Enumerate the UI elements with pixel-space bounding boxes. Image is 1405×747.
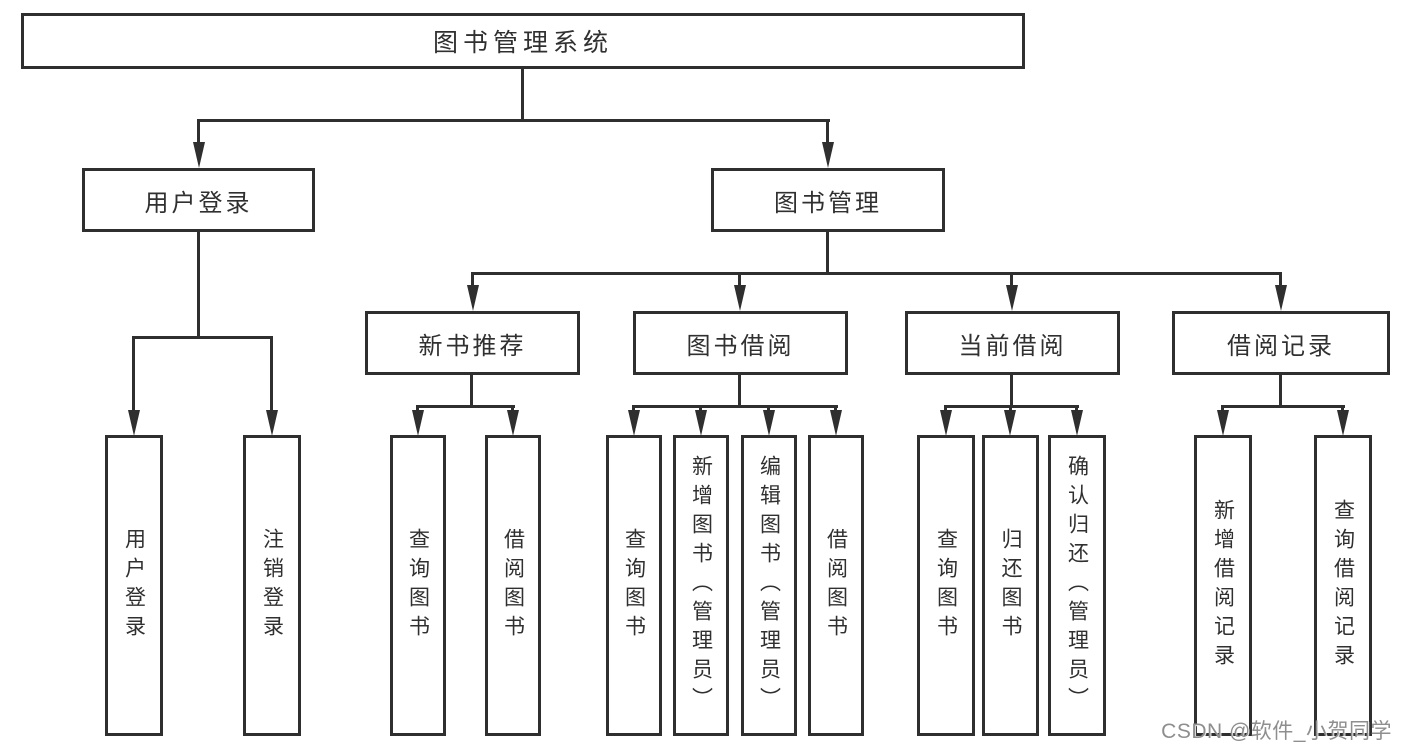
arrowhead-down-icon <box>763 410 775 436</box>
connector-bar <box>632 405 838 408</box>
connector-user-login-bar <box>132 336 273 339</box>
leaf-label: 归还图书 <box>999 527 1023 644</box>
node-label: 图书管理系统 <box>432 29 613 57</box>
arrowhead-down-icon <box>1337 410 1349 436</box>
arrowhead-down-icon <box>412 410 424 436</box>
leaf-borrow-books-recommend: 借阅图书 <box>485 435 541 736</box>
arrowhead-down-icon <box>1275 285 1287 311</box>
leaf-label: 借阅图书 <box>501 527 525 644</box>
node-label: 新书推荐 <box>418 332 527 360</box>
leaf-label: 注销登录 <box>260 527 284 644</box>
connector-stem <box>1010 375 1013 407</box>
csdn-watermark: CSDN @软件_小贺同学 <box>1161 720 1392 743</box>
connector-level2-bar <box>197 119 830 122</box>
leaf-label: 编辑图书（管理员） <box>757 455 781 716</box>
connector-stem <box>1009 405 1012 413</box>
node-user-login: 用户登录 <box>82 168 315 232</box>
node-label: 当前借阅 <box>958 332 1067 360</box>
leaf-label: 查询图书 <box>406 527 430 644</box>
leaf-label: 借阅图书 <box>824 527 848 644</box>
connector-stem <box>944 405 947 413</box>
connector-root-stem <box>521 68 524 121</box>
connector-stem <box>1341 405 1344 413</box>
connector-stem <box>1075 405 1078 413</box>
node-borrowing-records: 借阅记录 <box>1172 311 1390 375</box>
connector-bar <box>1221 405 1345 408</box>
connector-stem <box>132 336 135 412</box>
node-label: 图书管理 <box>774 189 882 217</box>
arrowhead-down-icon <box>734 285 746 311</box>
leaf-label: 用户登录 <box>122 527 146 644</box>
arrowhead-down-icon <box>193 142 205 168</box>
leaf-add-borrow-record: 新增借阅记录 <box>1194 435 1252 736</box>
connector-stem <box>738 375 741 407</box>
leaf-confirm-return-admin: 确认归还（管理员） <box>1048 435 1106 736</box>
connector-stem <box>632 405 635 413</box>
node-book-management: 图书管理 <box>711 168 945 232</box>
connector-stem <box>826 119 829 144</box>
connector-stem <box>1279 272 1282 287</box>
node-new-book-recommendation: 新书推荐 <box>365 311 580 375</box>
arrowhead-down-icon <box>1006 285 1018 311</box>
connector-stem <box>1010 272 1013 287</box>
connector-stem <box>270 336 273 412</box>
connector-stem <box>738 272 741 287</box>
arrowhead-down-icon <box>128 410 140 436</box>
connector-stem <box>767 405 770 413</box>
leaf-label: 查询借阅记录 <box>1331 498 1355 673</box>
leaf-return-books: 归还图书 <box>982 435 1039 736</box>
arrowhead-down-icon <box>507 410 519 436</box>
node-label: 图书借阅 <box>686 332 795 360</box>
leaf-borrow-books-borrowing: 借阅图书 <box>808 435 864 736</box>
arrowhead-down-icon <box>1071 410 1083 436</box>
leaf-logout: 注销登录 <box>243 435 301 736</box>
arrowhead-down-icon <box>695 410 707 436</box>
connector-stem <box>470 375 473 407</box>
leaf-add-book-admin: 新增图书（管理员） <box>673 435 729 736</box>
connector-stem <box>416 405 419 413</box>
leaf-query-books-current: 查询图书 <box>917 435 975 736</box>
arrowhead-down-icon <box>1217 410 1229 436</box>
leaf-user-login: 用户登录 <box>105 435 163 736</box>
connector-stem <box>471 272 474 287</box>
leaf-label: 新增图书（管理员） <box>689 455 713 716</box>
connector-stem <box>1279 375 1282 407</box>
arrowhead-down-icon <box>1004 410 1016 436</box>
node-label: 借阅记录 <box>1227 332 1335 360</box>
node-label: 用户登录 <box>144 189 253 217</box>
leaf-edit-book-admin: 编辑图书（管理员） <box>741 435 797 736</box>
arrowhead-down-icon <box>628 410 640 436</box>
leaf-query-borrow-record: 查询借阅记录 <box>1314 435 1372 736</box>
arrowhead-down-icon <box>822 142 834 168</box>
leaf-query-books-recommend: 查询图书 <box>390 435 446 736</box>
arrowhead-down-icon <box>940 410 952 436</box>
node-current-borrowing: 当前借阅 <box>905 311 1120 375</box>
connector-bar <box>416 405 515 408</box>
leaf-label: 查询图书 <box>934 527 958 644</box>
arrowhead-down-icon <box>266 410 278 436</box>
leaf-query-books-borrowing: 查询图书 <box>606 435 662 736</box>
connector-stem <box>834 405 837 413</box>
connector-level3-bar <box>471 272 1282 275</box>
arrowhead-down-icon <box>467 285 479 311</box>
node-book-management-system: 图书管理系统 <box>21 13 1025 69</box>
connector-book-mgmt-stem <box>826 232 829 272</box>
leaf-label: 查询图书 <box>622 527 646 644</box>
connector-stem <box>511 405 514 413</box>
connector-stem <box>699 405 702 413</box>
node-book-borrowing: 图书借阅 <box>633 311 848 375</box>
arrowhead-down-icon <box>830 410 842 436</box>
connector-stem <box>197 119 200 144</box>
connector-user-login-stem <box>197 232 200 336</box>
leaf-label: 新增借阅记录 <box>1211 498 1235 673</box>
connector-stem <box>1221 405 1224 413</box>
leaf-label: 确认归还（管理员） <box>1065 455 1089 716</box>
